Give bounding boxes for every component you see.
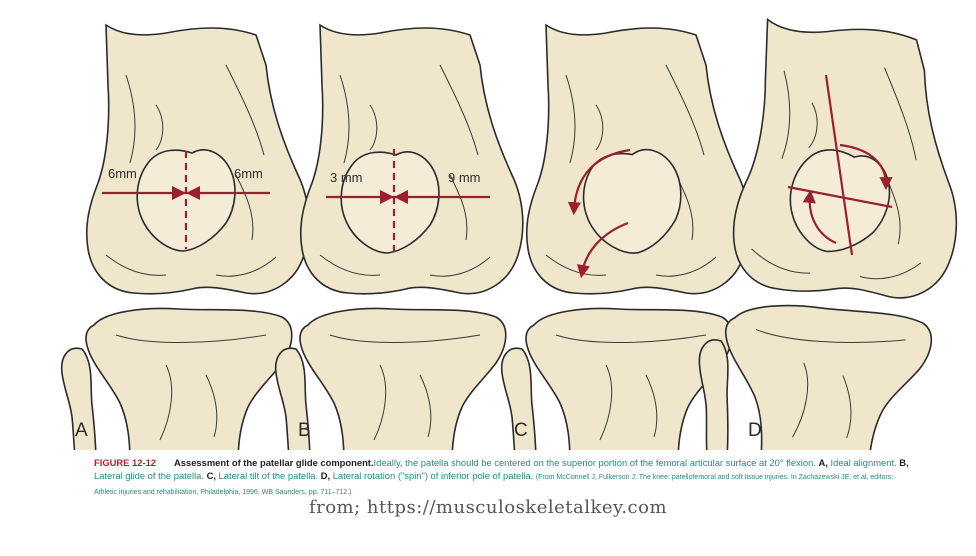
source-credit: from; https://musculoskeletalkey.com <box>308 497 668 518</box>
panel-label-c: C <box>514 420 528 441</box>
panel-b-left-measure: 3 mm <box>330 170 363 185</box>
panel-label-b: B <box>298 420 311 441</box>
knee-patella-figure: 6mm 6mm 3 mm 9 mm <box>60 15 971 450</box>
panel-a-left-measure: 6mm <box>108 166 137 181</box>
panel-a-right-measure: 6mm <box>234 166 263 181</box>
figure-caption: FIGURE 12-12 Assessment of the patellar g… <box>94 456 914 499</box>
panel-c <box>500 24 750 450</box>
caption-a-text: Ideal alignment. <box>827 457 900 468</box>
panel-a: 6mm 6mm <box>60 24 310 450</box>
panel-label-a: A <box>75 420 88 441</box>
caption-text: Ideally, the patella should be centered … <box>373 457 819 468</box>
panel-d <box>692 15 971 450</box>
caption-a-letter: A, <box>818 457 828 468</box>
caption-citation: (From McConnell J, Fulkerson J: The knee… <box>94 474 894 496</box>
figure-number: FIGURE 12-12 <box>94 457 156 468</box>
caption-c-letter: C, <box>206 470 216 481</box>
panel-b: 3 mm 9 mm <box>274 24 524 450</box>
caption-b-text: Lateral glide of the patella. <box>94 470 207 481</box>
caption-d-text: Lateral rotation ("spin") of inferior po… <box>330 470 536 481</box>
panel-label-d: D <box>748 420 762 441</box>
caption-d-letter: D, <box>320 470 331 481</box>
caption-b-letter: B, <box>899 457 909 468</box>
panel-b-right-measure: 9 mm <box>448 170 481 185</box>
caption-c-text: Lateral tilt of the patella. <box>215 470 321 481</box>
figure-title: Assessment of the patellar glide compone… <box>174 457 374 468</box>
